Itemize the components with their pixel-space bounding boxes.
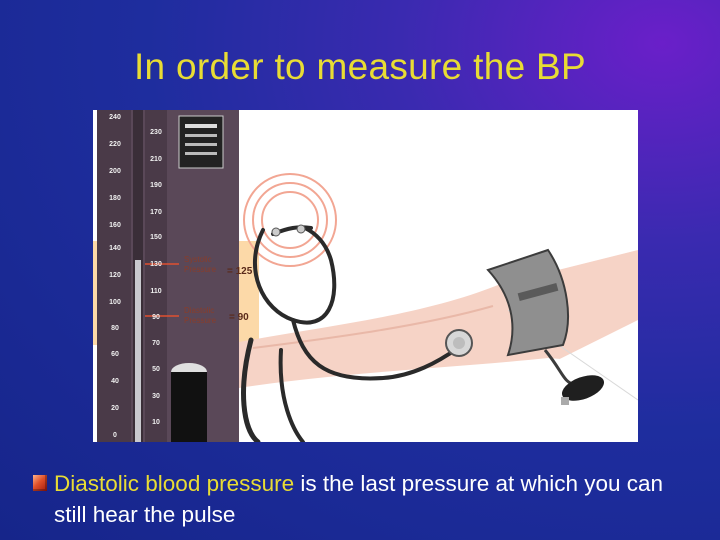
left-tick-20: 20 — [111, 405, 119, 412]
inflation-bulb — [561, 375, 605, 401]
diastolic-label-line2: Pressure — [184, 316, 217, 325]
left-tick-240: 240 — [109, 114, 121, 121]
left-tick-40: 40 — [111, 378, 119, 385]
left-tick-200: 200 — [109, 168, 121, 175]
right-tick-70: 70 — [152, 340, 160, 347]
right-tick-230: 230 — [150, 129, 162, 136]
left-tick-160: 160 — [109, 222, 121, 229]
left-tick-60: 60 — [111, 351, 119, 358]
left-scale-column — [97, 110, 131, 442]
mercury-level — [135, 260, 141, 442]
bullet-point: Diastolic blood pressure is the last pre… — [33, 468, 693, 530]
stethoscope-earpiece-left — [271, 227, 281, 237]
left-tick-120: 120 — [109, 272, 121, 279]
left-tick-0: 0 — [113, 432, 117, 439]
right-tick-130: 130 — [150, 261, 162, 268]
left-tick-100: 100 — [109, 299, 121, 306]
stethoscope — [241, 225, 460, 442]
left-tick-140: 140 — [109, 245, 121, 252]
bullet-text: Diastolic blood pressure is the last pre… — [54, 468, 693, 530]
sound-wave-inner — [261, 191, 319, 249]
right-tick-210: 210 — [150, 156, 162, 163]
right-tick-150: 150 — [150, 234, 162, 241]
sound-wave-middle — [252, 182, 328, 258]
diastolic-label-line1: Diastolic — [184, 306, 214, 315]
right-tick-10: 10 — [152, 419, 160, 426]
systolic-label-line2: Pressure — [184, 265, 217, 274]
right-tick-190: 190 — [150, 182, 162, 189]
gauge-label-plate — [178, 115, 224, 169]
bulb-valve — [561, 397, 569, 405]
left-tick-80: 80 — [111, 325, 119, 332]
systolic-value: = 125 — [227, 266, 253, 277]
right-tick-90: 90 — [152, 314, 160, 321]
sound-wave-outer — [243, 173, 337, 267]
bullet-rest: is the last pressure at which you can st… — [54, 471, 664, 527]
right-tick-30: 30 — [152, 393, 160, 400]
systolic-label-line1: Systolic — [184, 255, 212, 264]
left-tick-220: 220 — [109, 141, 121, 148]
table-sheet — [393, 320, 638, 442]
right-scale-column — [145, 110, 167, 442]
right-tick-110: 110 — [150, 288, 161, 295]
diastolic-value: = 90 — [229, 312, 249, 323]
right-tick-50: 50 — [152, 366, 160, 373]
stethoscope-earpiece-right — [296, 224, 306, 234]
bp-measurement-illustration: 240 220 200 180 160 140 120 100 80 60 40… — [93, 110, 638, 442]
bullet-term: Diastolic blood pressure — [54, 471, 295, 496]
left-tick-180: 180 — [109, 195, 121, 202]
bullet-square-icon — [33, 475, 47, 491]
right-tick-170: 170 — [150, 209, 162, 216]
slide-title: In order to measure the BP — [133, 46, 587, 87]
bp-cuff — [486, 248, 569, 357]
